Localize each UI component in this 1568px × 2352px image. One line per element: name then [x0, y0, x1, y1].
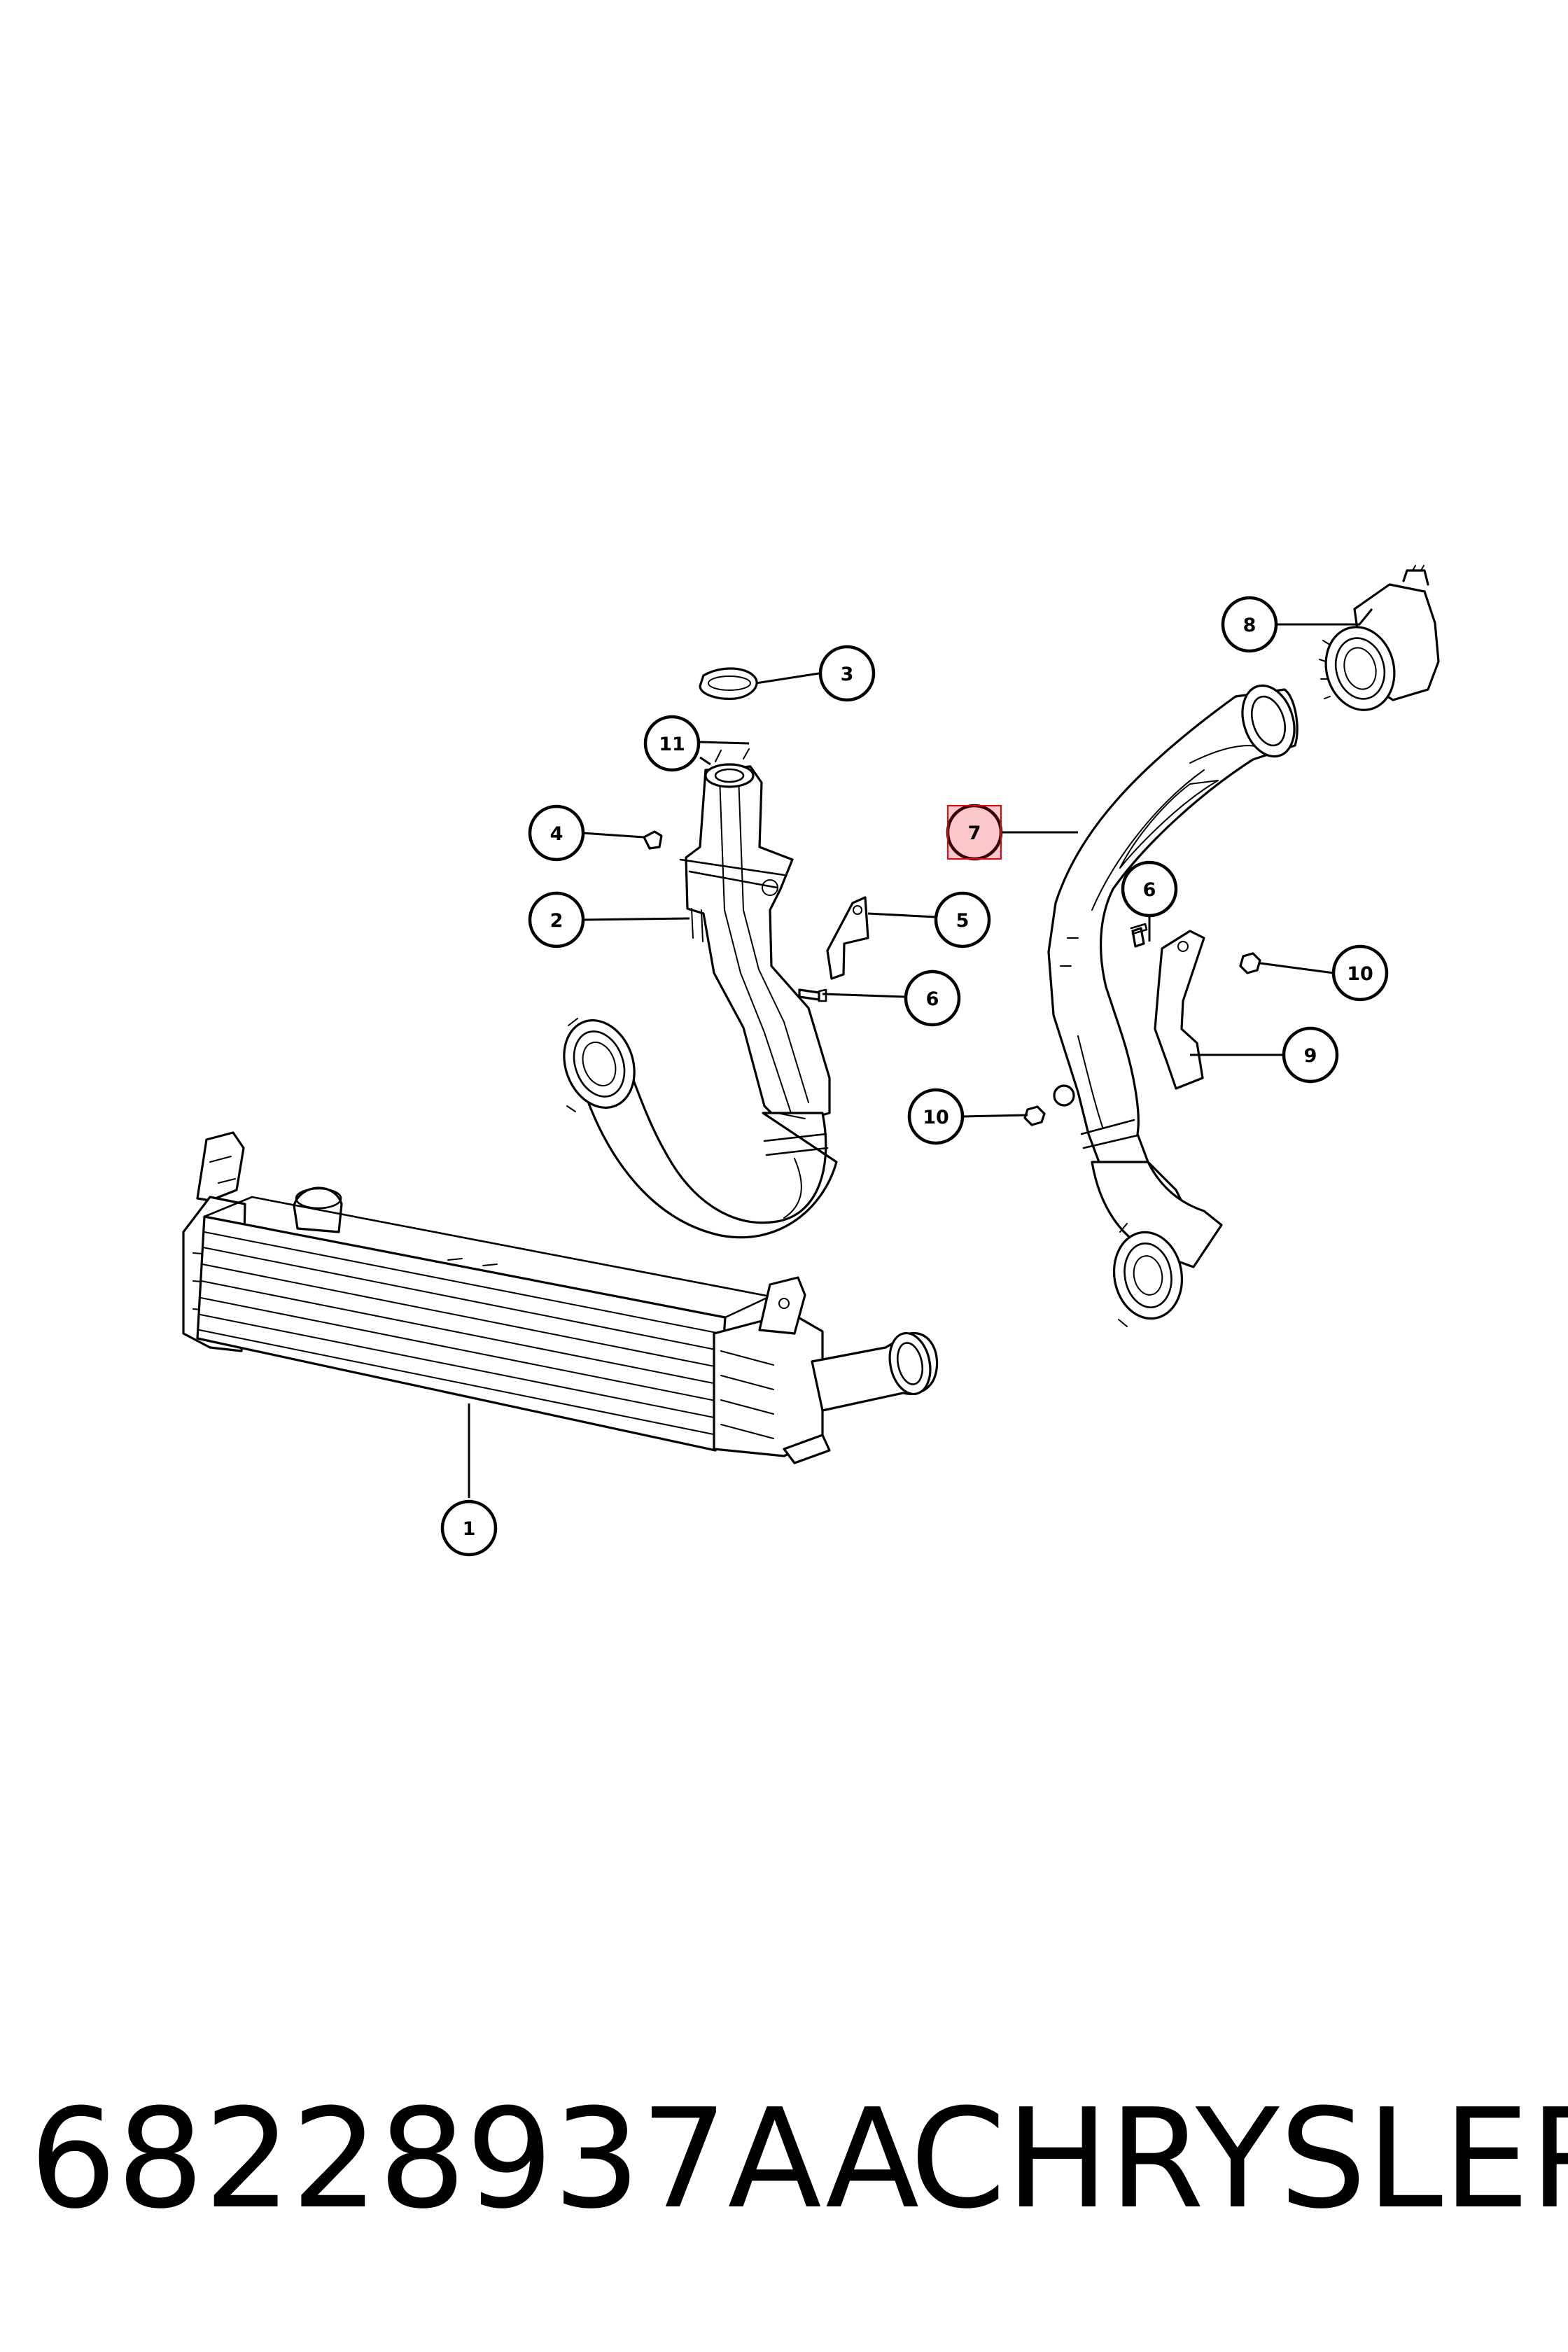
callout-10-left-label: 10	[923, 1107, 949, 1128]
callout-7: 7	[946, 804, 1003, 861]
callout-7-label: 7	[968, 822, 981, 844]
callout-6-right-label: 6	[1143, 879, 1156, 901]
callout-10-left: 10	[907, 1088, 965, 1145]
callout-4: 4	[528, 804, 585, 862]
nut-right	[1239, 952, 1261, 974]
callout-3: 3	[818, 645, 876, 702]
bolt-right	[1130, 923, 1148, 948]
brand-name: CHRYSLER	[910, 2080, 1568, 2239]
callout-2-label: 2	[550, 910, 564, 932]
callout-6-left-label: 6	[926, 988, 939, 1010]
throttle-body	[1319, 565, 1440, 711]
duct-clip	[715, 748, 750, 762]
callout-7-highlight	[947, 805, 1002, 860]
callout-11-label: 11	[659, 734, 685, 755]
intercooler	[182, 1131, 939, 1464]
intercooler-inlet-duct	[563, 763, 838, 1239]
nut-left	[1023, 1105, 1046, 1126]
caption: 68228937AA CHRYSLER	[0, 2068, 1568, 2250]
callout-8: 8	[1221, 596, 1278, 653]
callout-3-label: 3	[841, 664, 854, 685]
callout-9-label: 9	[1304, 1045, 1317, 1067]
callout-6-right: 6	[1121, 860, 1178, 918]
callout-2: 2	[528, 891, 585, 948]
duct-gasket	[699, 667, 758, 700]
clip-fastener	[643, 830, 663, 850]
hose-bracket	[1154, 930, 1205, 1090]
callout-10-right: 10	[1331, 944, 1389, 1002]
callout-1: 1	[440, 1499, 498, 1557]
bolt-left	[798, 988, 827, 1002]
callout-5-label: 5	[956, 910, 969, 932]
callout-9: 9	[1282, 1026, 1339, 1084]
bracket	[826, 896, 869, 980]
callout-4-label: 4	[550, 823, 564, 845]
callout-5: 5	[934, 891, 991, 948]
leader-lines	[468, 608, 1373, 1498]
callout-1-label: 1	[463, 1518, 476, 1540]
part-number: 68228937AA	[29, 2080, 920, 2239]
callout-8-label: 8	[1243, 615, 1256, 636]
callout-11: 11	[643, 715, 701, 772]
callout-6-left: 6	[904, 969, 961, 1027]
callout-10-right-label: 10	[1347, 963, 1373, 985]
charge-air-hose	[1047, 684, 1298, 1327]
